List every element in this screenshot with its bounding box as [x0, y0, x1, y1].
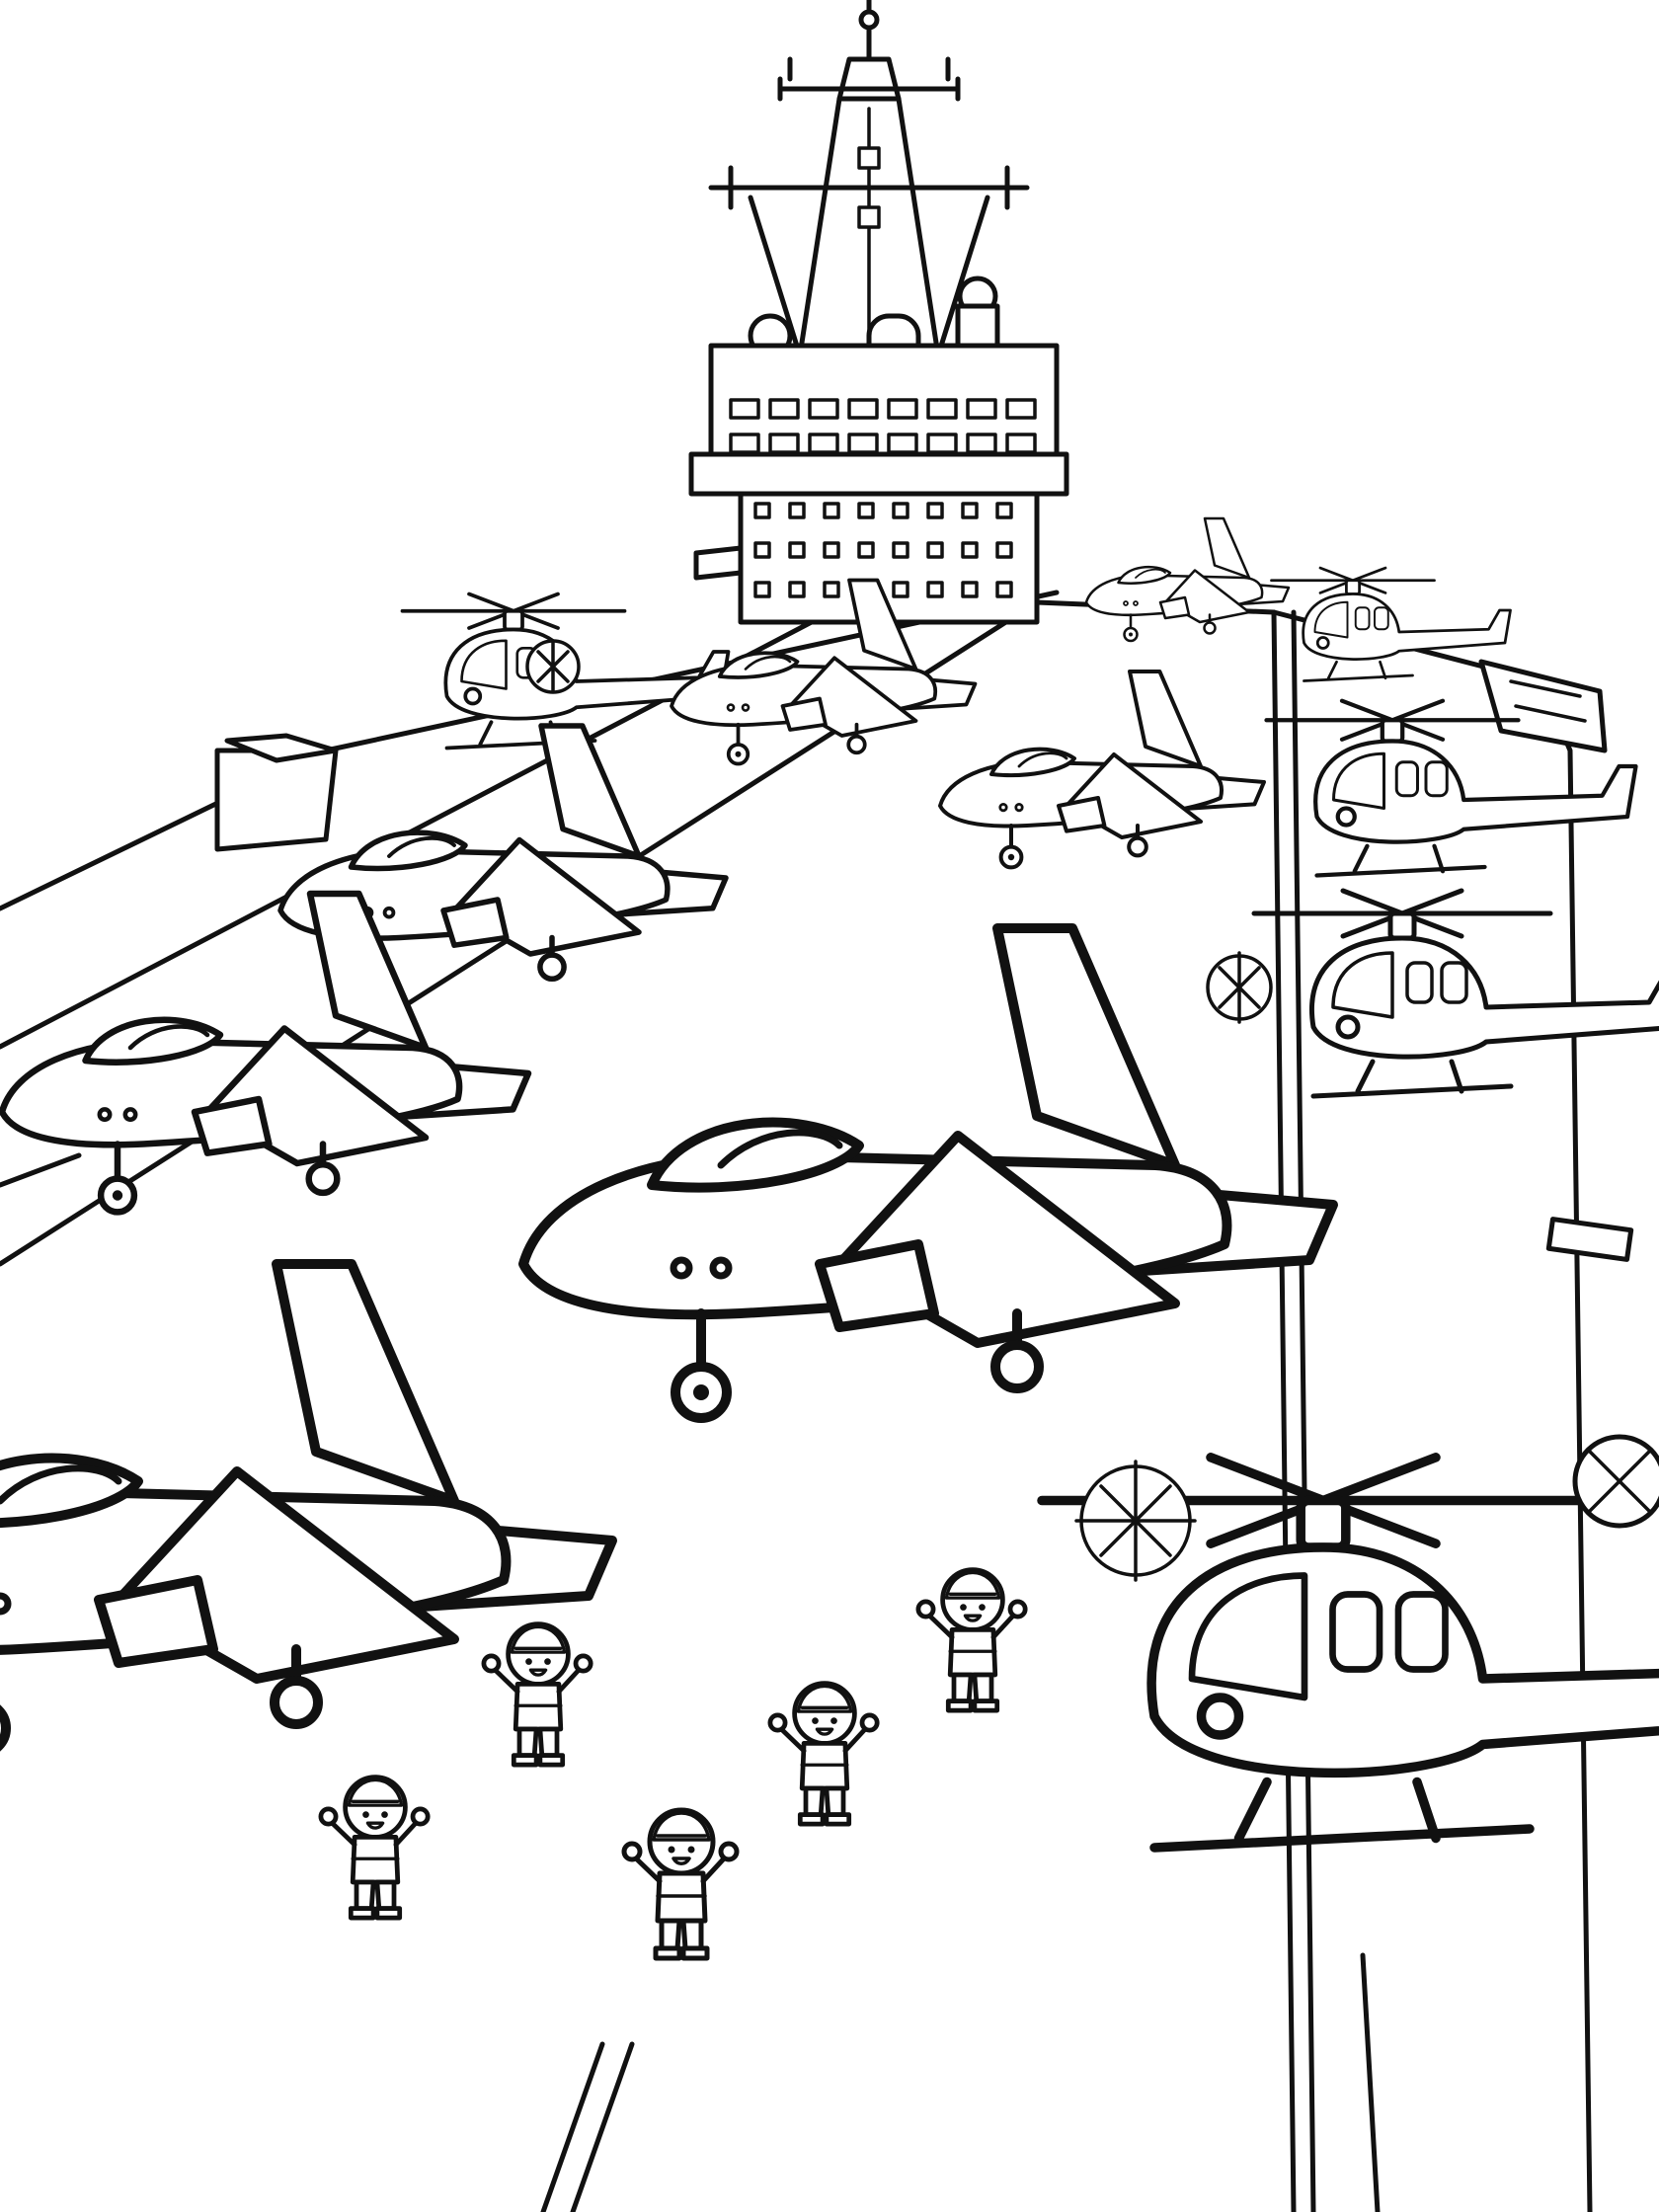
pilot-1 [321, 1778, 428, 1919]
carrier-island [688, 0, 1069, 625]
pilot-2 [484, 1624, 591, 1766]
pilot-3 [624, 1810, 737, 1958]
jet-mid-right [940, 672, 1264, 867]
jet-back-right [1084, 516, 1291, 643]
heli-front-right [1042, 1434, 1659, 1848]
jet-left-edge [2, 894, 528, 1212]
heli-back-left [400, 592, 731, 750]
starboard-sponson [1478, 659, 1608, 753]
pilot-4 [770, 1684, 877, 1825]
deck-crane [214, 733, 339, 852]
pilot-5 [918, 1570, 1025, 1711]
bridge-windows [729, 398, 1037, 454]
heli-right-side [1206, 891, 1659, 1096]
carrier-deck [0, 590, 1634, 2212]
